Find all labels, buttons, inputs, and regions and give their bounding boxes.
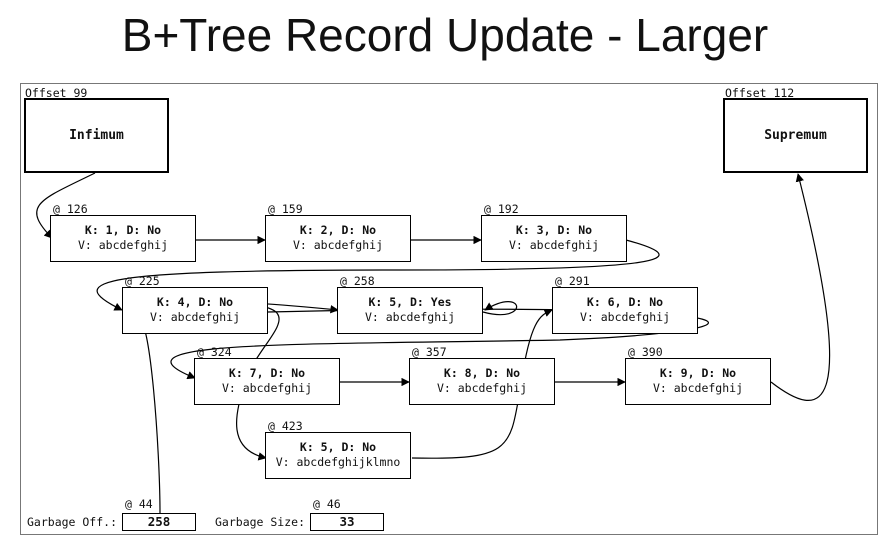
record-225-addr: @ 225	[125, 274, 160, 288]
record-value: V: abcdefghijklmno	[275, 455, 401, 469]
record-key: K: 3, D: No	[515, 223, 593, 237]
record-key: K: 6, D: No	[586, 295, 664, 309]
arrow-192-to-225	[96, 239, 660, 311]
record-value: V: abcdefghij	[221, 381, 312, 395]
record-390-addr: @ 390	[628, 345, 663, 359]
record-258: K: 5, D: Yes V: abcdefghij	[337, 287, 483, 334]
record-key: K: 4, D: No	[156, 295, 234, 309]
record-258-addr: @ 258	[340, 274, 375, 288]
record-324: K: 7, D: No V: abcdefghij	[194, 358, 340, 405]
record-159-addr: @ 159	[268, 202, 303, 216]
infimum-offset-label: Offset 99	[25, 86, 88, 100]
record-key: K: 2, D: No	[299, 223, 377, 237]
infimum-label: Infimum	[69, 128, 124, 143]
supremum-offset-label: Offset 112	[725, 86, 795, 100]
record-key: K: 8, D: No	[443, 366, 521, 380]
record-225: K: 4, D: No V: abcdefghij	[122, 287, 268, 334]
arrow-390-to-supremum	[770, 173, 831, 401]
record-357: K: 8, D: No V: abcdefghij	[409, 358, 555, 405]
record-192-addr: @ 192	[484, 202, 519, 216]
record-key: K: 5, D: No	[299, 440, 377, 454]
record-key: K: 1, D: No	[84, 223, 162, 237]
record-value: V: abcdefghij	[149, 310, 240, 324]
record-324-addr: @ 324	[197, 345, 232, 359]
record-357-addr: @ 357	[412, 345, 447, 359]
record-value: V: abcdefghij	[579, 310, 670, 324]
garbage-size-label: Garbage Size:	[215, 515, 306, 529]
supremum-label: Supremum	[764, 128, 827, 143]
record-159: K: 2, D: No V: abcdefghij	[265, 215, 411, 262]
record-value: V: abcdefghij	[292, 238, 383, 252]
record-value: V: abcdefghij	[77, 238, 168, 252]
record-126: K: 1, D: No V: abcdefghij	[50, 215, 196, 262]
page-title: B+Tree Record Update - Larger	[121, 9, 769, 61]
record-key: K: 7, D: No	[228, 366, 306, 380]
garbage-offset-addr: @ 44	[125, 497, 153, 511]
garbage-size-value: 33	[310, 513, 384, 531]
record-key: K: 5, D: Yes	[368, 295, 452, 309]
record-291-addr: @ 291	[555, 274, 590, 288]
infimum-box: Infimum	[24, 98, 169, 173]
record-192: K: 3, D: No V: abcdefghij	[481, 215, 627, 262]
record-126-addr: @ 126	[53, 202, 88, 216]
record-291: K: 6, D: No V: abcdefghij	[552, 287, 698, 334]
record-390: K: 9, D: No V: abcdefghij	[625, 358, 771, 405]
garbage-offset-value: 258	[122, 513, 196, 531]
arrow-infimum-to-126	[36, 172, 96, 239]
garbage-size-addr: @ 46	[313, 497, 341, 511]
arrow-258-self	[482, 300, 518, 316]
record-423-addr: @ 423	[268, 419, 303, 433]
record-key: K: 9, D: No	[659, 366, 737, 380]
garbage-offset-label: Garbage Off.:	[27, 515, 118, 529]
record-value: V: abcdefghij	[652, 381, 743, 395]
record-value: V: abcdefghij	[508, 238, 599, 252]
diagram-frame	[20, 83, 878, 535]
record-value: V: abcdefghij	[364, 310, 455, 324]
supremum-box: Supremum	[723, 98, 868, 173]
record-423: K: 5, D: No V: abcdefghijklmno	[265, 432, 411, 479]
record-value: V: abcdefghij	[436, 381, 527, 395]
